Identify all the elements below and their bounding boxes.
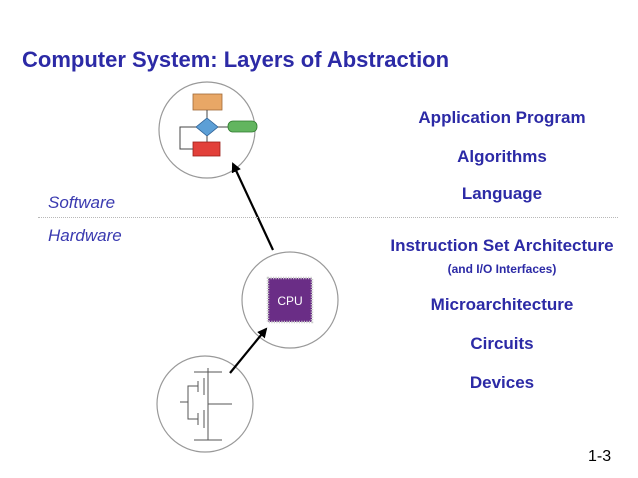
cpu-chip-icon: CPU — [241, 251, 339, 349]
layer-microarchitecture: Microarchitecture — [430, 295, 574, 314]
arrow-cpu-to-software — [231, 162, 274, 251]
software-hardware-divider — [38, 217, 618, 218]
layer-language: Language — [461, 184, 543, 203]
layer-isa-note: (and I/O Interfaces) — [447, 262, 557, 276]
flowchart-icon — [158, 81, 258, 179]
transistor-circuit-icon — [156, 355, 254, 453]
software-label: Software — [48, 193, 116, 212]
layer-algorithms: Algorithms — [457, 147, 547, 166]
page-number: 1-3 — [588, 448, 612, 465]
hardware-label: Hardware — [48, 226, 122, 245]
slide-title: Computer System: Layers of Abstraction — [22, 47, 450, 72]
layer-circuits: Circuits — [470, 334, 534, 353]
layer-devices: Devices — [469, 373, 535, 392]
layer-isa: Instruction Set Architecture — [390, 236, 614, 255]
layer-application-program: Application Program — [418, 108, 586, 127]
arrow-devices-to-cpu — [229, 327, 268, 374]
cpu-chip-label: CPU — [277, 294, 302, 308]
